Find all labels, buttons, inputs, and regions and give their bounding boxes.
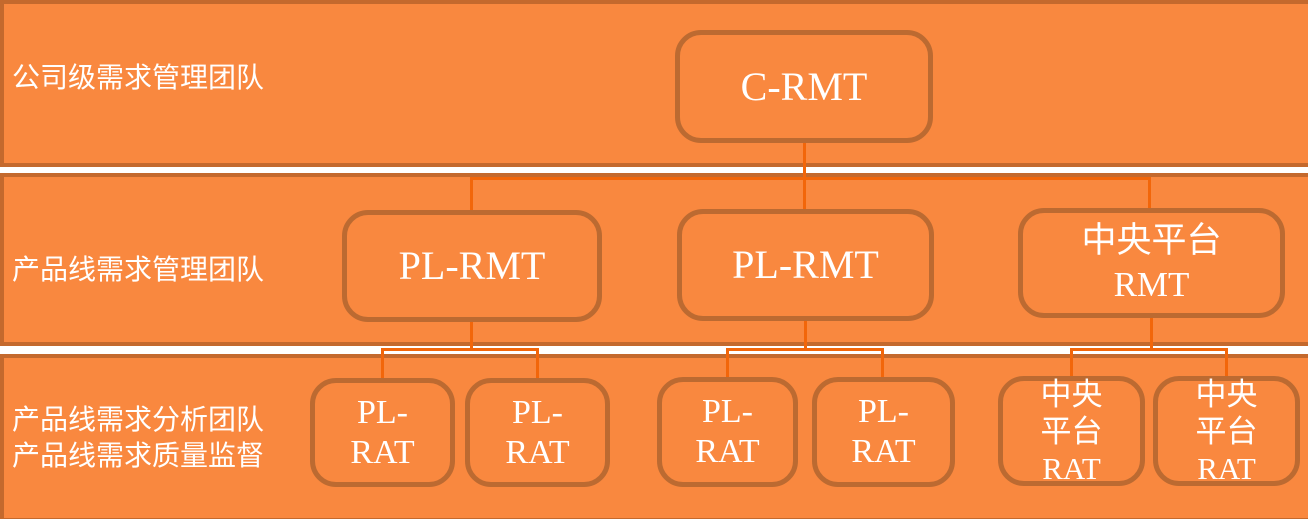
connector-line <box>803 143 806 177</box>
connector-line <box>1225 348 1228 377</box>
org-node-c-rmt: C-RMT <box>675 30 933 143</box>
org-node-central-platform-rat-1: 中央 平台 RAT <box>998 376 1145 486</box>
connector-line <box>381 348 384 379</box>
org-node-label-line-2: RAT <box>505 433 570 471</box>
level-band-company <box>0 0 1308 167</box>
connector-line <box>536 348 539 379</box>
org-node-label-line-3: RAT <box>1042 450 1101 486</box>
row-label-line-1: 产品线需求分析团队 <box>12 404 265 435</box>
connector-line <box>726 348 884 351</box>
org-node-label-line-1: PL- <box>357 393 408 431</box>
connector-line <box>470 177 1151 180</box>
org-node-label-line-2: RMT <box>1113 265 1190 304</box>
connector-line <box>803 177 806 210</box>
connector-line <box>470 177 473 211</box>
org-node-central-platform-rmt: 中央平台 RMT <box>1018 208 1285 318</box>
org-node-label-line-2: RAT <box>695 433 760 470</box>
connector-line <box>381 348 539 351</box>
connector-line <box>1148 177 1151 209</box>
row-label-line-2: 产品线需求质量监督 <box>12 440 265 471</box>
org-node-label-line-1: PL- <box>858 393 909 430</box>
org-node-label: C-RMT <box>740 63 868 109</box>
row-label-analysis-level: 产品线需求分析团队 产品线需求质量监督 <box>12 402 264 474</box>
connector-line <box>881 348 884 378</box>
org-node-label-line-2: RAT <box>350 433 415 471</box>
connector-line <box>804 321 807 349</box>
connector-line <box>1070 348 1073 377</box>
org-node-label-line-1: 中央 <box>1195 376 1258 412</box>
connector-line <box>1070 348 1228 351</box>
org-node-label: PL-RMT <box>732 242 879 287</box>
org-node-pl-rat-3: PL- RAT <box>657 377 798 487</box>
connector-line <box>726 348 729 378</box>
org-node-label-line-2: RAT <box>851 433 916 470</box>
org-node-pl-rat-4: PL- RAT <box>812 377 955 487</box>
org-node-label-line-3: RAT <box>1197 450 1256 486</box>
org-node-label: PL-RMT <box>398 243 546 288</box>
org-node-pl-rmt-1: PL-RMT <box>342 210 602 322</box>
org-node-central-platform-rat-2: 中央 平台 RAT <box>1153 376 1300 486</box>
row-label-product-line-level: 产品线需求管理团队 <box>12 254 265 285</box>
org-node-label-line-1: 中央平台 <box>1081 221 1222 260</box>
org-node-label-line-1: 中央 <box>1040 376 1103 412</box>
org-node-label-line-1: PL- <box>702 393 753 430</box>
connector-line <box>470 322 473 349</box>
org-node-label-line-1: PL- <box>512 393 563 431</box>
org-node-pl-rat-2: PL- RAT <box>465 378 610 487</box>
org-node-label-line-2: 平台 <box>1195 413 1258 449</box>
row-label-company-level: 公司级需求管理团队 <box>12 62 265 93</box>
org-node-pl-rmt-2: PL-RMT <box>677 209 934 321</box>
org-node-pl-rat-1: PL- RAT <box>310 378 455 487</box>
org-node-label-line-2: 平台 <box>1040 413 1103 449</box>
connector-line <box>1150 318 1153 349</box>
